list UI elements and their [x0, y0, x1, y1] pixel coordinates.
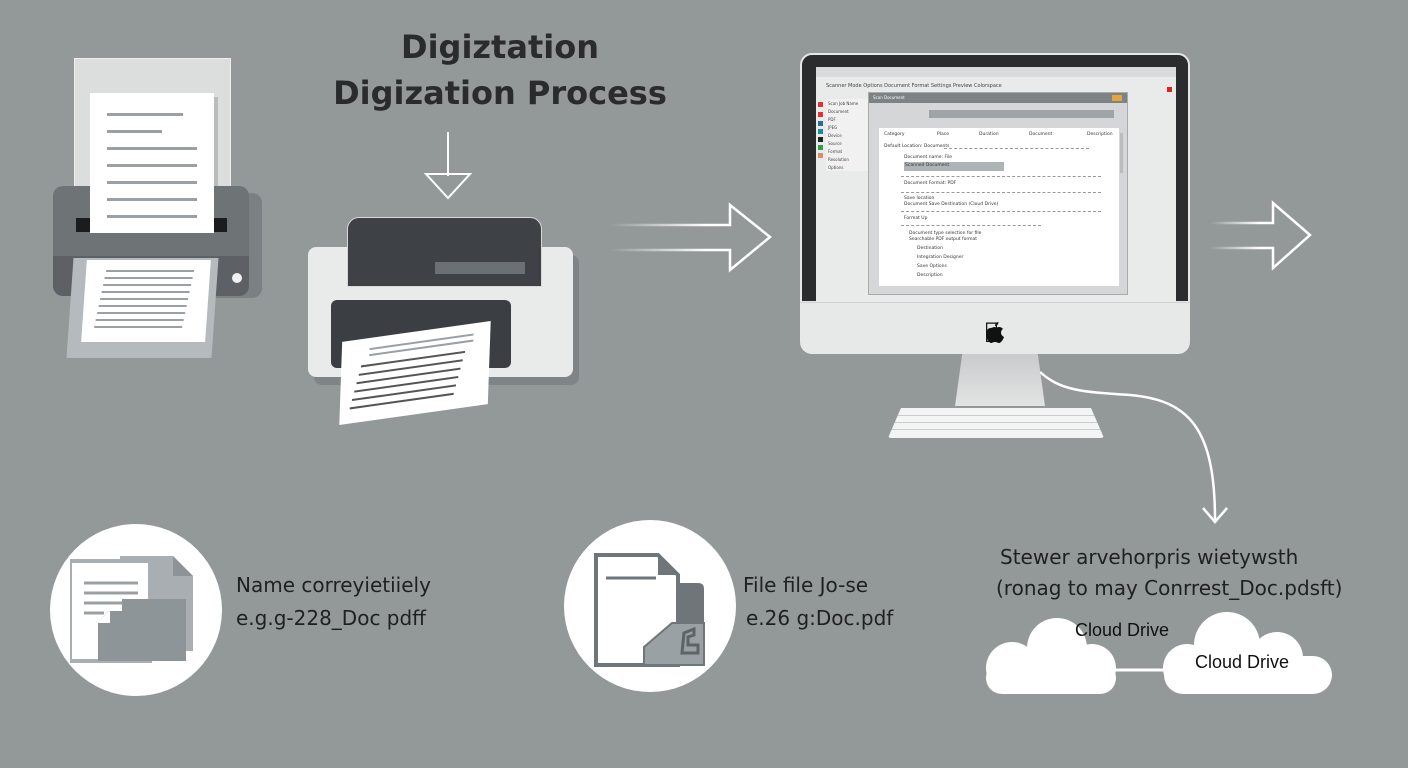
dialog-field[interactable] [929, 110, 1114, 118]
naming-caption: Name correyietiiely e.g.g-228_Doc pdff [236, 569, 431, 635]
screen-titlebar [816, 67, 1176, 77]
storage-caption-line1: Stewer arvehorpris wietywsth [1000, 545, 1299, 569]
screen-menu: Scanner Mode Options Document Format Set… [826, 83, 1002, 89]
cable-connector [1040, 371, 1228, 524]
apple-logo-icon [986, 322, 1004, 343]
file-caption-line1: File file Jo-se [743, 573, 869, 597]
diagram-title: Digiztation Digization Process [300, 25, 700, 117]
cloud-drive-label: Cloud Drive [1075, 620, 1170, 640]
document-preview: Category Place Duration Document Descrip… [879, 128, 1119, 286]
file-icon-circle [564, 520, 736, 692]
imac-computer: Scanner Mode Options Document Format Set… [800, 53, 1190, 443]
documents-copy-icon [70, 556, 193, 663]
cloud-drive-icons [986, 612, 1332, 694]
cloud-icon [1163, 612, 1332, 694]
file-folder-icon [594, 553, 705, 667]
file-caption: File file Jo-se e.26 g:Doc.pdf [743, 569, 893, 635]
cloud-icon [986, 618, 1116, 694]
scrollbar[interactable] [1120, 133, 1123, 173]
dialog-close-button[interactable] [1112, 95, 1122, 101]
scan-dialog: Scan Document Category Place Duration Do… [868, 92, 1128, 295]
naming-icon-circle [50, 524, 222, 696]
cloud-drive-label: Cloud Drive [1195, 652, 1290, 672]
screen-sidebar: Scan Job Name Document PDF JPEG Device S… [818, 99, 871, 171]
naming-caption-line2: e.g.g-228_Doc pdff [236, 606, 426, 630]
title-line-2: Digization Process [333, 74, 667, 112]
monitor-stand [955, 354, 1045, 406]
keyboard-icon [888, 408, 1104, 438]
storage-caption: Stewer arvehorpris wietywsth (ronag to m… [996, 542, 1342, 604]
monitor-frame: Scanner Mode Options Document Format Set… [800, 53, 1190, 303]
printer-icon [305, 212, 575, 426]
file-caption-line2: e.26 g:Doc.pdf [746, 606, 894, 630]
naming-caption-line1: Name correyietiiely [236, 573, 431, 597]
title-line-1: Digiztation [401, 28, 599, 66]
arrow-right-icon [1210, 200, 1312, 271]
dialog-title: Scan Document [869, 93, 1127, 103]
scanner-icon [50, 58, 270, 358]
screen-display: Scanner Mode Options Document Format Set… [816, 67, 1176, 303]
arrow-right-icon [610, 202, 772, 273]
storage-caption-line2: (ronag to may Conrrest_Doc.pdsft) [996, 576, 1343, 600]
arrow-down-icon [423, 132, 473, 200]
